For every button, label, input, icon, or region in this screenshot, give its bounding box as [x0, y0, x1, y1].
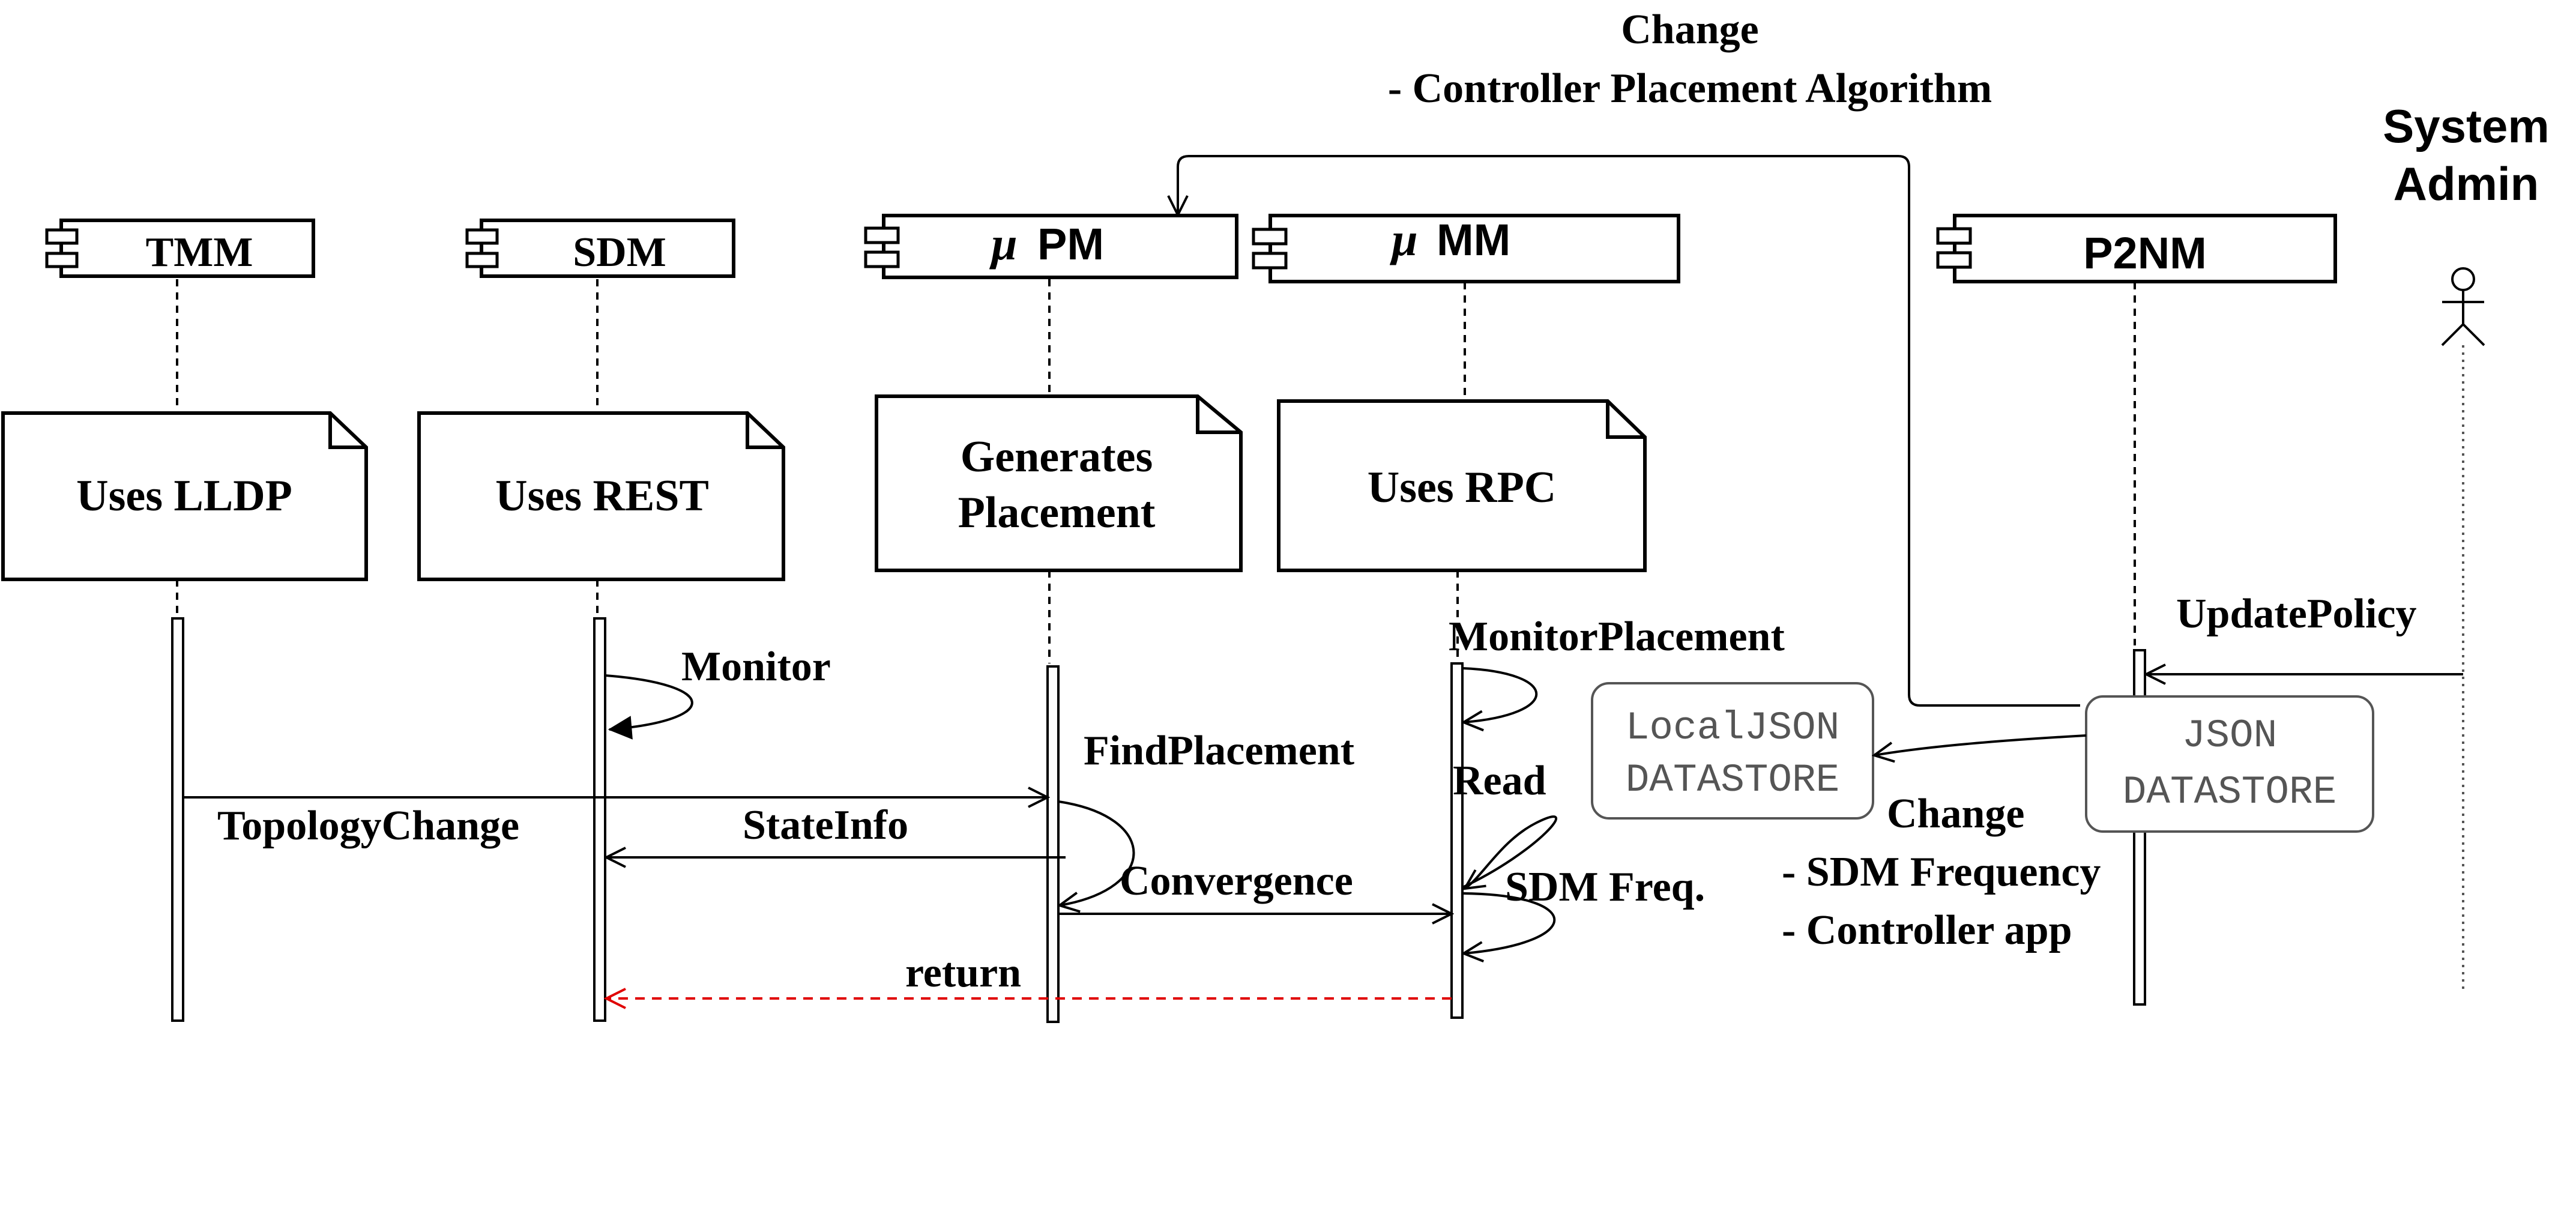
lifelines — [176, 279, 2464, 991]
component-p2nm: P2NM — [1936, 214, 2337, 283]
monitor-label: Monitor — [681, 644, 831, 690]
note-upm-text-line2: Placement — [958, 488, 1156, 537]
change-algorithm-arrow — [1178, 155, 2080, 707]
monitor-placement-label: MonitorPlacement — [1449, 614, 1785, 660]
local-datastore-line1: LocalJSON — [1626, 705, 1839, 750]
component-sdm: SDM — [465, 219, 735, 278]
note-upm: Generates Placement — [875, 394, 1243, 572]
component-icon — [45, 228, 79, 268]
monitor-self-arrow — [605, 674, 693, 740]
right-change-label: Change — [1887, 791, 2024, 837]
json-datastore: JSON DATASTORE — [2085, 695, 2374, 833]
component-umm: μ MM — [1252, 213, 1680, 283]
read-self-arrow — [1462, 815, 1558, 889]
component-box — [1268, 214, 1680, 283]
sdm-freq-self-arrow — [1462, 892, 1555, 953]
component-tmm: TMM — [45, 219, 315, 278]
note-umm: Uses RPC — [1277, 399, 1647, 572]
umm-activation — [1450, 662, 1464, 1019]
read-label: Read — [1453, 758, 1546, 804]
actor-system-admin: System Admin — [2383, 100, 2550, 346]
note-umm-text: Uses RPC — [1368, 463, 1556, 512]
state-info-label: StateInfo — [743, 802, 908, 848]
local-datastore-line2: DATASTORE — [1626, 758, 1839, 803]
actor-label-line1: System — [2383, 100, 2550, 153]
note-sdm: Uses REST — [417, 411, 785, 581]
monitor-placement-self-arrow — [1462, 667, 1538, 722]
find-placement-label: FindPlacement — [1084, 728, 1354, 774]
upm-activation — [1046, 665, 1060, 1023]
sdm-freq-label: SDM Freq. — [1505, 864, 1705, 910]
find-placement-self-arrow — [1058, 800, 1135, 905]
mu-symbol: μ — [989, 217, 1017, 270]
note-upm-text-line1: Generates — [961, 432, 1153, 482]
note-tmm-text: Uses LLDP — [76, 471, 292, 521]
component-umm-label: MM — [1437, 215, 1510, 265]
component-box — [59, 219, 315, 278]
component-icon — [1252, 228, 1288, 270]
component-upm-label: PM — [1037, 219, 1104, 269]
update-policy-label: UpdatePolicy — [2176, 591, 2417, 637]
component-icon — [1936, 227, 1972, 269]
convergence-label: Convergence — [1120, 858, 1353, 904]
component-box — [480, 219, 735, 278]
component-p2nm-label: P2NM — [2083, 228, 2207, 278]
topology-change-label: TopologyChange — [217, 803, 519, 849]
json-datastore-line2: DATASTORE — [2123, 770, 2336, 815]
json-datastore-line1: JSON — [2182, 713, 2277, 758]
note-sdm-text: Uses REST — [495, 471, 709, 521]
activation-bars — [171, 617, 2146, 1023]
top-change-label: Change — [1621, 7, 1758, 53]
tmm-activation — [171, 617, 184, 1022]
return-label: return — [905, 950, 1021, 996]
actor-label-line2: Admin — [2394, 157, 2539, 210]
component-box — [1953, 214, 2337, 283]
stick-figure-icon — [2441, 267, 2485, 346]
component-upm: μ PM — [864, 214, 1238, 279]
component-tmm-label: TMM — [146, 229, 253, 276]
right-change-detail-2: - Controller app — [1782, 907, 2072, 953]
component-sdm-label: SDM — [573, 229, 666, 276]
top-change-detail: - Controller Placement Algorithm — [1388, 65, 1992, 112]
local-json-datastore: LocalJSON DATASTORE — [1591, 682, 1874, 820]
right-change-detail-1: - SDM Frequency — [1782, 849, 2101, 895]
component-icon — [864, 226, 900, 268]
mu-symbol: μ — [1389, 213, 1417, 265]
note-tmm: Uses LLDP — [1, 411, 368, 581]
datastore-sync-arrow — [1874, 734, 2087, 755]
component-icon — [465, 228, 499, 268]
component-box — [882, 214, 1238, 279]
sdm-activation — [593, 617, 606, 1022]
json-datastore-box — [2085, 695, 2374, 833]
